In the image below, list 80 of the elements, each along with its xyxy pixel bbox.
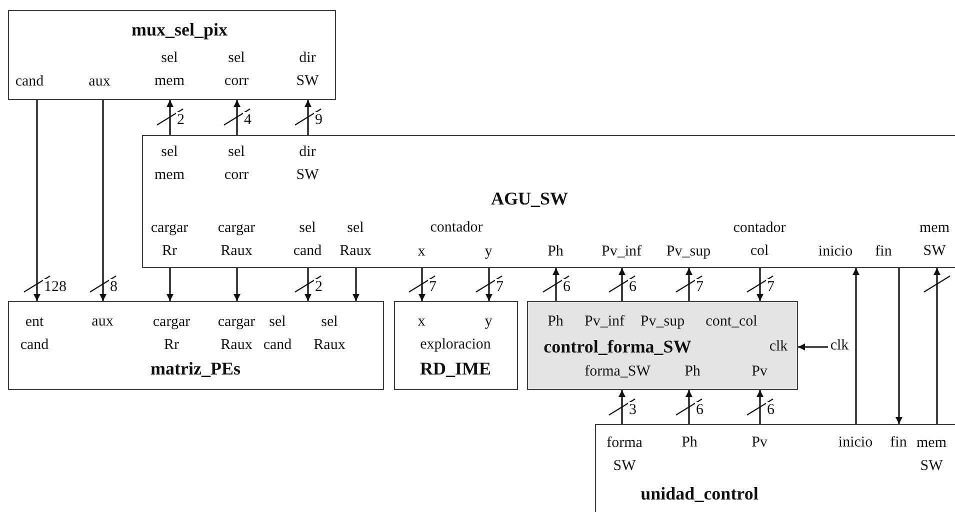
port-label: dir SW — [296, 48, 319, 90]
port-label: sel mem — [154, 48, 184, 90]
port-label: sel cand — [263, 312, 292, 354]
port-label: sel cand — [293, 218, 322, 260]
port-label: sel Raux — [314, 312, 346, 354]
port-label: Pv_sup — [640, 312, 685, 331]
signal-arrow — [100, 100, 106, 301]
module-block — [595, 424, 955, 512]
port-label: cargar Raux — [218, 218, 256, 260]
module-name: RD_IME — [420, 357, 491, 380]
signal-arrow — [686, 268, 692, 301]
port-label: inicio — [818, 242, 853, 261]
module-name: AGU_SW — [491, 187, 568, 210]
port-label: sel corr — [224, 142, 249, 184]
signal-arrow — [352, 268, 360, 301]
port-label: Ph — [548, 242, 564, 261]
port-label: cargar Rr — [150, 218, 188, 260]
port-label: y — [484, 312, 492, 331]
signal-arrow — [756, 268, 764, 301]
port-label: x — [418, 242, 426, 261]
signal-arrow — [34, 100, 40, 301]
signal-arrow — [618, 390, 626, 424]
port-label: sel Raux — [340, 218, 372, 260]
port-label: aux — [92, 312, 114, 331]
port-label: Ph — [684, 362, 700, 381]
port-label: Ph — [682, 433, 698, 452]
port-label: forma_SW — [584, 362, 650, 381]
signal-arrow — [896, 268, 902, 424]
port-label: cand — [15, 72, 44, 91]
port-label: Pv — [752, 433, 768, 452]
port-label: y — [484, 242, 492, 261]
signal-arrow — [756, 390, 764, 424]
port-label: clk — [769, 337, 788, 356]
signal-arrow — [934, 268, 940, 424]
module-name: matriz_PEs — [150, 357, 240, 380]
module-block — [394, 301, 518, 390]
signal-arrow — [686, 390, 692, 424]
module-block — [527, 301, 798, 390]
signal-arrow — [166, 268, 174, 301]
port-label: contador col — [733, 218, 786, 260]
module-name: unidad_control — [640, 482, 758, 505]
signal-arrow — [166, 100, 174, 135]
port-label: fin — [875, 242, 892, 261]
signal-arrow — [418, 268, 426, 301]
signal-arrow — [234, 268, 240, 301]
port-label: forma SW — [606, 434, 642, 476]
module-block — [142, 135, 955, 268]
port-label: cont_col — [706, 312, 758, 331]
port-label: ent cand — [20, 312, 49, 354]
port-label: cargar Raux — [218, 312, 256, 354]
module-block — [8, 10, 336, 100]
port-label: aux — [88, 72, 110, 91]
port-label: mem SW — [920, 218, 950, 260]
port-label: sel mem — [154, 142, 184, 184]
port-label: mem SW — [916, 434, 946, 476]
port-label: Pv — [752, 362, 768, 381]
signal-arrow — [618, 268, 626, 301]
module-name: mux_sel_pix — [132, 18, 228, 41]
port-label: cargar Rr — [152, 312, 190, 354]
port-label: Ph — [548, 312, 564, 331]
port-label: Pv_inf — [584, 312, 624, 331]
port-label: inicio — [838, 433, 873, 452]
signal-arrow — [798, 344, 828, 350]
port-label: dir SW — [296, 142, 319, 184]
port-label: fin — [890, 433, 907, 452]
module-block — [8, 301, 384, 390]
port-label: contador — [430, 218, 483, 237]
signal-arrow — [304, 268, 312, 301]
signal-arrow — [234, 100, 240, 135]
port-label: exploracion — [420, 335, 491, 354]
signal-arrow — [552, 268, 560, 301]
signal-arrow — [852, 268, 860, 424]
signal-label: clk — [828, 337, 854, 357]
signal-arrow — [486, 268, 492, 301]
port-label: x — [418, 312, 426, 331]
module-name: control_forma_SW — [544, 335, 692, 358]
signal-arrow — [304, 100, 312, 135]
port-label: Pv_sup — [666, 242, 711, 261]
port-label: sel corr — [224, 48, 249, 90]
port-label: Pv_inf — [602, 242, 642, 261]
